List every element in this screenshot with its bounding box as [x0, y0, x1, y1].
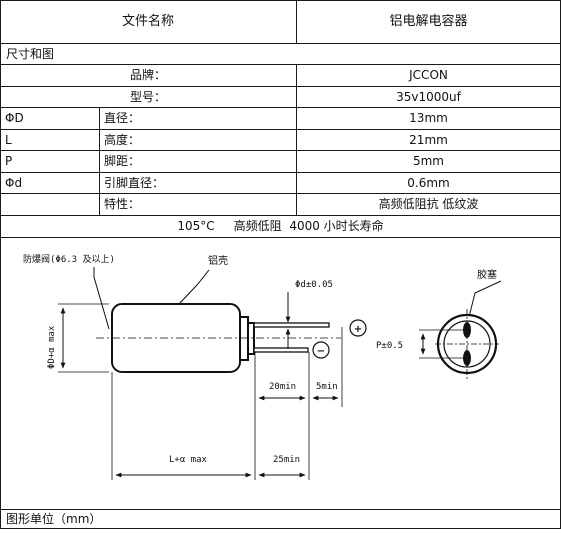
brand-label: 品牌：	[129, 68, 166, 82]
lead-gap-label: 5min	[316, 382, 338, 392]
rubber-seal-label: 胶塞	[477, 268, 497, 281]
lead-negative	[253, 347, 309, 353]
spec-label-diameter: 直径：	[104, 111, 141, 125]
capacitor-seal-lip	[247, 322, 255, 355]
spec-symbol-height: L	[5, 132, 12, 147]
end-view-lead-bottom	[463, 350, 471, 366]
model-value: 35v1000uf	[396, 89, 461, 104]
spec-symbol-feature	[0, 193, 99, 215]
diameter-label: ΦD+α max	[47, 325, 57, 369]
spec-value-pitch: 5mm	[412, 154, 444, 168]
pitch-label: P±0.5	[376, 341, 403, 351]
spec-value-feature: 高频低阻抗 低纹波	[378, 197, 479, 211]
vent-leader	[93, 267, 110, 330]
spec-label-pitch: 脚距：	[104, 154, 141, 168]
lead-positive	[253, 322, 330, 328]
spec-value-lead: 0.6mm	[407, 175, 450, 190]
lead-length-label: 20min	[269, 382, 296, 392]
plus-sign: +	[354, 324, 362, 335]
capacitor-seal	[239, 316, 249, 361]
capacitor-dimension-drawing: 防爆阀(Φ6.3 及以上) 铝壳 Φd±0.05 胶塞 + − ΦD+α max	[23, 253, 502, 480]
total-lead-label: 25min	[273, 455, 300, 465]
brand-value: JCCON	[409, 68, 448, 82]
spec-symbol-lead: Φd	[5, 175, 23, 190]
spec-value-height: 21mm	[409, 132, 448, 147]
header-product-name: 铝电解电容器	[389, 14, 468, 29]
section-title: 尺寸和图	[6, 46, 55, 61]
feature-note: 105°C 高频低阻 4000 小时长寿命	[177, 219, 384, 233]
sleeve-label: 铝壳	[208, 254, 228, 267]
spec-label-feature: 特性：	[104, 197, 141, 211]
plus-marker	[349, 319, 367, 337]
minus-sign: −	[317, 346, 325, 357]
header-file-name: 文件名称	[121, 14, 174, 29]
sleeve-leader	[178, 269, 210, 305]
model-label: 型号：	[129, 89, 166, 104]
body-length-label: L+α max	[169, 455, 208, 465]
spec-label-height: 高度：	[104, 132, 141, 147]
spec-value-diameter: 13mm	[409, 111, 448, 125]
end-view-lead-top	[463, 322, 471, 338]
lead-diameter-label: Φd±0.05	[295, 280, 333, 290]
spec-symbol-pitch: P	[5, 154, 13, 168]
unit-footer: 图形单位（mm）	[6, 511, 102, 526]
spec-symbol-diameter: ΦD	[5, 111, 24, 125]
minus-marker	[312, 341, 330, 359]
spec-label-lead: 引脚直径：	[104, 175, 165, 190]
vent-label: 防爆阀(Φ6.3 及以上)	[23, 253, 115, 265]
